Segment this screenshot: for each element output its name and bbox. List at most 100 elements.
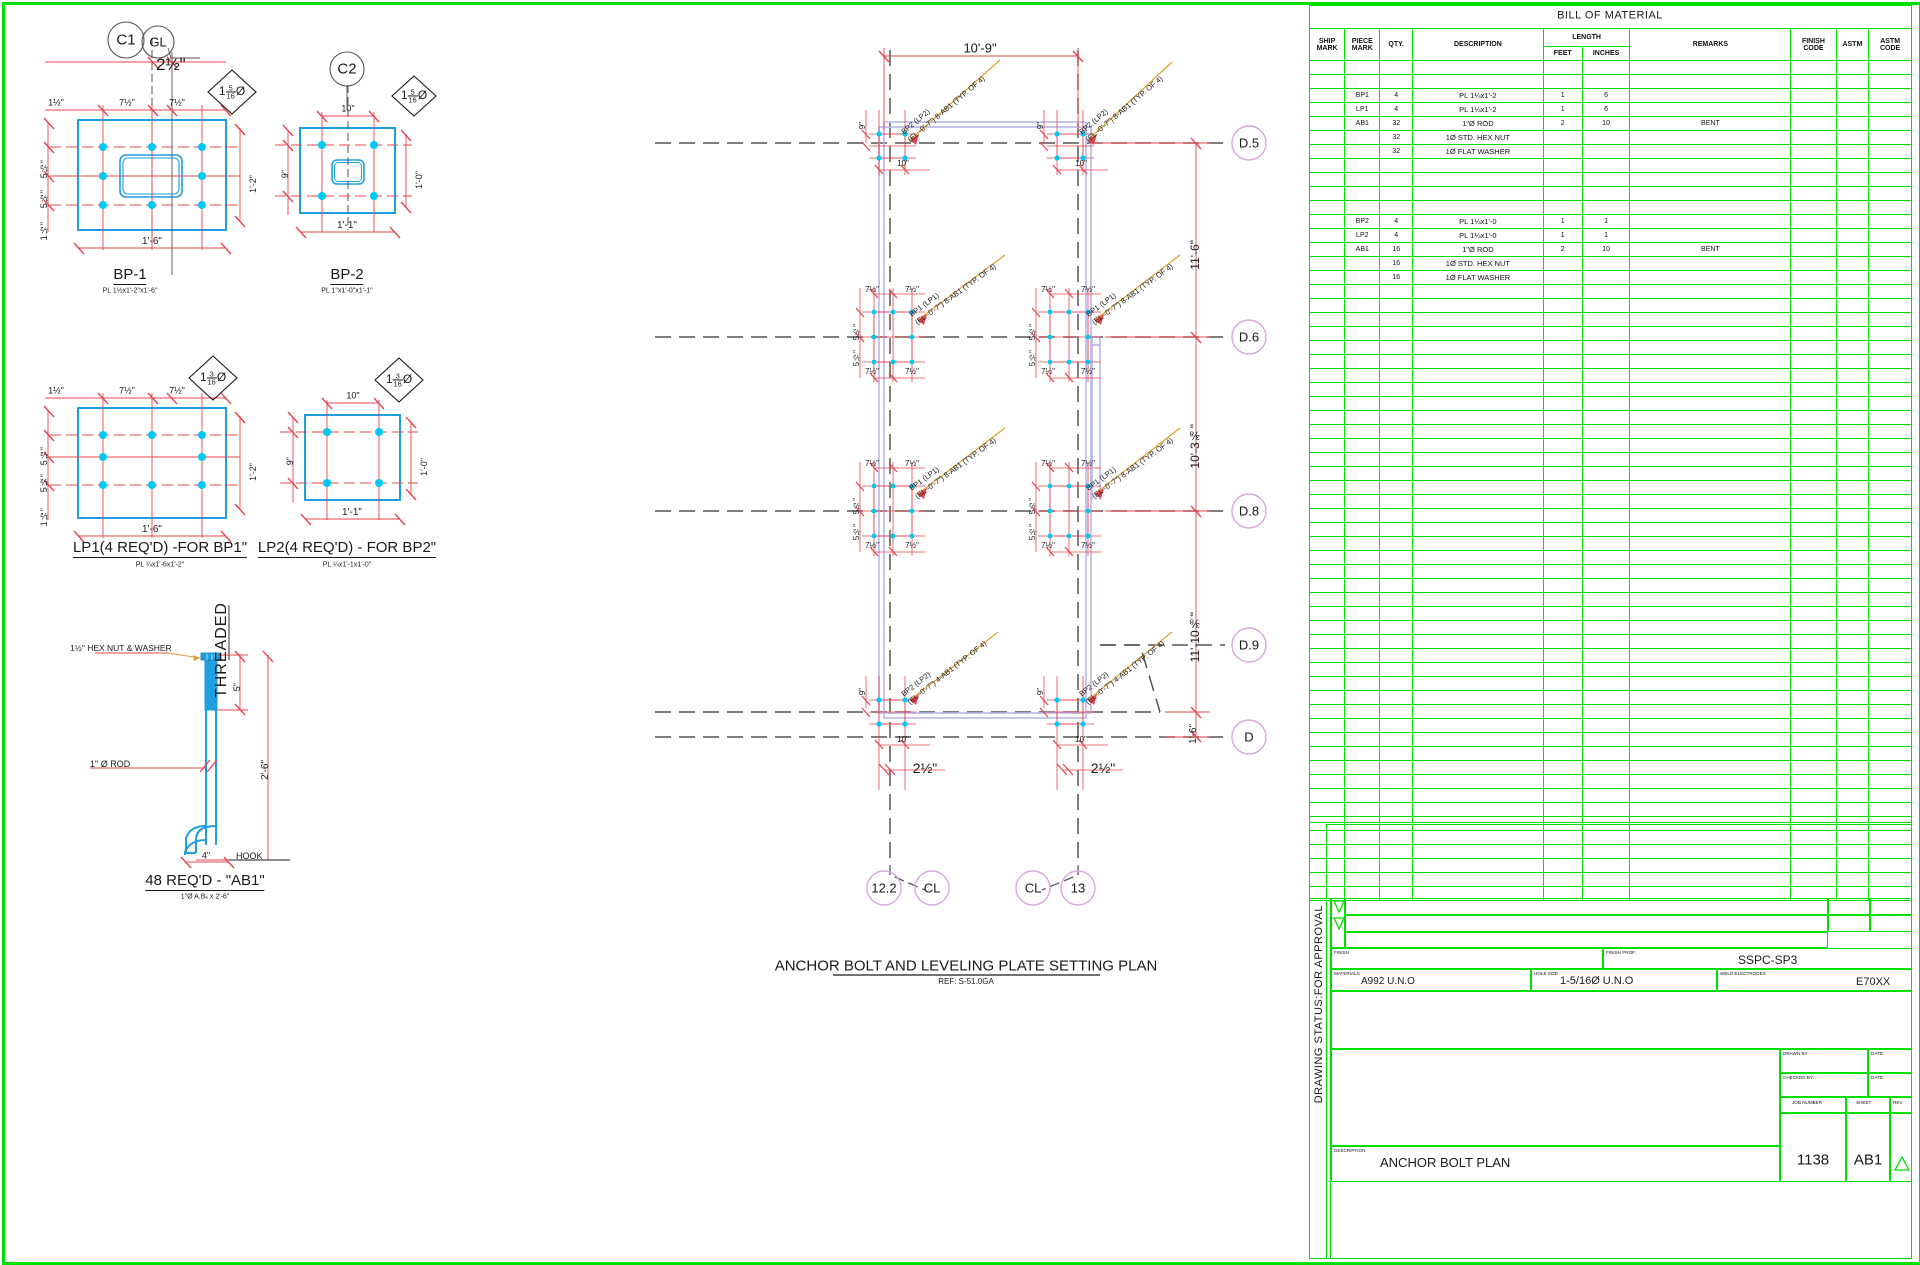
lp1-dim-top-3: 7½" — [169, 385, 185, 396]
bom-cell-qty — [1379, 74, 1414, 89]
bom-cell-remarks — [1629, 648, 1792, 663]
bom-cell-piece — [1344, 536, 1381, 551]
bom-cell-remarks — [1629, 704, 1792, 719]
bom-cell-ship — [1308, 718, 1346, 733]
bom-cell-in — [1581, 326, 1631, 341]
bom-cell-extra — [1790, 256, 1837, 271]
bom-row — [1308, 410, 1912, 425]
bom-cell-extra — [1790, 592, 1837, 607]
bom-row — [1308, 424, 1912, 439]
bom-cell-qty — [1379, 284, 1414, 299]
bom-cell-qty: 16 — [1379, 270, 1414, 285]
bom-cell-qty: 16 — [1379, 256, 1414, 271]
bom-cell-ship — [1308, 578, 1346, 593]
bom-cell-ft — [1542, 410, 1583, 425]
bom-cell-in — [1581, 774, 1631, 789]
plan-dim-m2r-5h-b: 5½" — [1028, 524, 1037, 541]
bom-cell-qty — [1379, 382, 1414, 397]
bom-cell-extra — [1790, 620, 1837, 635]
bom-cell-extra — [1868, 620, 1912, 635]
bom-cell-in — [1581, 466, 1631, 481]
bom-cell-ship — [1308, 466, 1346, 481]
bom-cell-extra — [1868, 746, 1912, 761]
anchor-bolt-subtitle: 1"Ø A.Bₑ x 2'-6" — [180, 893, 230, 901]
bom-row — [1308, 158, 1912, 173]
bom-cell-desc: 1"Ø ROD — [1412, 242, 1544, 257]
bom-cell-piece — [1344, 494, 1381, 509]
bom-cell-extra — [1868, 550, 1912, 565]
bom-cell-in — [1581, 382, 1631, 397]
bom-cell-extra — [1868, 424, 1912, 439]
bom-cell-desc: PL 1¼x1'-2 — [1412, 102, 1544, 117]
bom-cell-ft: 2 — [1542, 242, 1583, 257]
bp1-title: BP-1 — [113, 266, 147, 285]
bom-cell-piece — [1344, 704, 1381, 719]
bom-cell-extra — [1835, 480, 1870, 495]
title-block-blank-band — [1331, 991, 1912, 1049]
grid-bubble-d8: D.8 — [1238, 503, 1260, 519]
lp1-dim-top-1: 1½" — [48, 385, 64, 396]
bom-row — [1308, 438, 1912, 453]
plan-dim-m2l-7h-b: 7½" — [905, 459, 919, 468]
plan-dim-tl-10: 10" — [897, 159, 909, 168]
bom-cell-ft — [1542, 704, 1583, 719]
plan-dim-m2r-7h-b: 7½" — [1081, 459, 1095, 468]
bom-cell-ship — [1308, 676, 1346, 691]
bom-cell-piece — [1344, 886, 1381, 901]
bom-cell-ship — [1308, 550, 1346, 565]
bom-title: BILL OF MATERIAL — [1557, 9, 1663, 22]
bom-cell-extra — [1790, 270, 1837, 285]
bom-cell-desc — [1412, 536, 1544, 551]
bom-cell-ship — [1308, 74, 1346, 89]
bom-cell-in — [1581, 522, 1631, 537]
grid-bubble-d5: D.5 — [1238, 135, 1260, 151]
bom-cell-extra — [1868, 256, 1912, 271]
bom-cell-extra — [1868, 676, 1912, 691]
bom-cell-remarks — [1629, 452, 1792, 467]
bom-cell-in — [1581, 354, 1631, 369]
rev-value-cell — [1890, 1113, 1912, 1182]
lp2-dim-bottom: 1'-1" — [342, 507, 362, 518]
lp2-dim-right: 1'-0" — [419, 458, 429, 476]
bom-cell-piece — [1344, 382, 1381, 397]
bom-cell-extra — [1835, 186, 1870, 201]
bom-cell-remarks — [1629, 732, 1792, 747]
bom-cell-extra — [1868, 60, 1912, 75]
bom-cell-desc — [1412, 690, 1544, 705]
bp1-dim-left-3: 1½" — [39, 222, 49, 241]
bom-cell-ft — [1542, 620, 1583, 635]
sheet-label: SHEET — [1856, 1100, 1872, 1105]
bp2-subtitle: PL 1"x1'-0"x1'-1" — [321, 287, 373, 295]
bom-cell-ship — [1308, 130, 1346, 145]
finish-label: FINISH — [1334, 950, 1350, 955]
bom-cell-extra — [1835, 718, 1870, 733]
bom-cell-desc — [1412, 564, 1544, 579]
bom-cell-extra — [1868, 592, 1912, 607]
bom-cell-in — [1581, 508, 1631, 523]
bom-cell-ft: 1 — [1542, 228, 1583, 243]
bom-table: SHIP MARK PIECE MARK QTY. DESCRIPTION LE… — [1308, 28, 1912, 901]
bom-cell-qty — [1379, 438, 1414, 453]
bp2-dim-bottom: 1'-1" — [337, 220, 357, 231]
bom-cell-extra — [1868, 606, 1912, 621]
bom-cell-ship — [1308, 144, 1346, 159]
bom-cell-extra — [1790, 774, 1837, 789]
bom-cell-qty — [1379, 480, 1414, 495]
bom-cell-extra — [1790, 172, 1837, 187]
bom-cell-remarks — [1629, 200, 1792, 215]
grid-bubble-cl-left: CL — [923, 880, 941, 896]
bom-row — [1308, 508, 1912, 523]
bom-cell-qty — [1379, 802, 1414, 817]
bom-header-ship-mark: SHIP MARK — [1308, 28, 1346, 61]
bom-cell-extra — [1835, 284, 1870, 299]
bom-cell-qty — [1379, 312, 1414, 327]
bom-cell-extra — [1835, 746, 1870, 761]
bom-cell-extra — [1868, 648, 1912, 663]
bom-cell-ship — [1308, 438, 1346, 453]
bp1-column-bubble-label: C1 — [116, 31, 136, 49]
bom-cell-extra — [1868, 74, 1912, 89]
bom-cell-piece — [1344, 578, 1381, 593]
bom-cell-desc: 1Ø STD. HEX NUT — [1412, 130, 1544, 145]
hole-size-label: HOLE SIZE — [1534, 971, 1558, 976]
